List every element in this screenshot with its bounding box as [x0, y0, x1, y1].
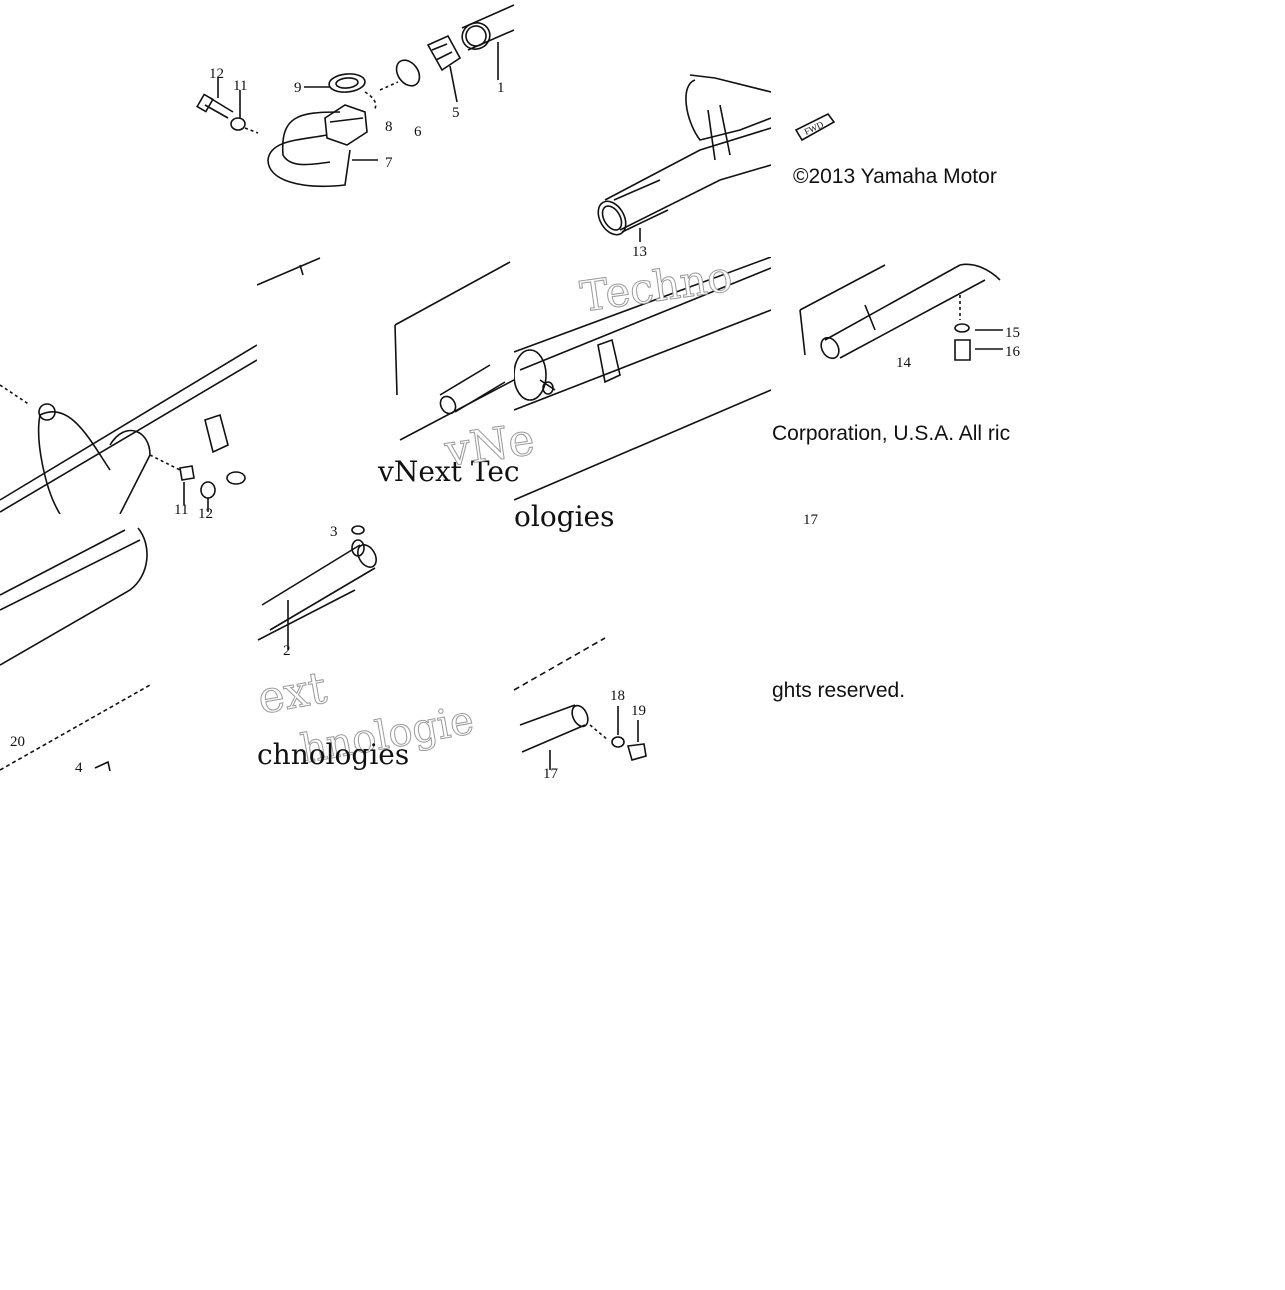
callout-4: 4	[75, 760, 83, 776]
copyright-line-3: ghts reserved.	[772, 679, 906, 702]
watermark-ologies: ologies	[514, 500, 615, 533]
callout-11-top: 11	[233, 78, 247, 94]
callout-17-mid: 17	[803, 512, 819, 528]
callout-6: 6	[414, 124, 422, 140]
watermark-chnologies: chnologies	[257, 738, 410, 771]
callout-2: 2	[283, 643, 291, 659]
callout-15: 15	[1005, 325, 1020, 341]
callout-3: 3	[330, 524, 338, 540]
callout-20: 20	[10, 734, 25, 750]
callout-7: 7	[385, 155, 393, 171]
inner-tube-2	[257, 257, 514, 441]
callout-19: 19	[631, 703, 646, 719]
callout-8: 8	[385, 119, 393, 135]
muffler-side-view	[0, 344, 257, 514]
front-pipe-assembly	[196, 4, 515, 188]
outlet-pipe-17	[513, 637, 647, 770]
inner-pipe-2	[257, 525, 377, 650]
callout-1: 1	[497, 80, 505, 96]
copyright-line-2: Corporation, U.S.A. All ric	[772, 422, 1011, 445]
copyright-line-1: ©2013 Yamaha Motor	[793, 165, 997, 188]
callout-12-mid: 12	[198, 506, 213, 522]
callout-11-mid: 11	[174, 502, 188, 518]
callout-9: 9	[294, 80, 302, 96]
callout-14: 14	[896, 355, 912, 371]
callout-numbers: 1 2 3 4 5 6 7 8 9 11 11 12 12 13 14 15 1…	[10, 66, 1021, 782]
muffler-top-view	[514, 257, 771, 501]
callout-13: 13	[632, 244, 647, 260]
watermark-vnext-tec: vNext Tec	[378, 455, 520, 488]
muffler-body-13	[597, 74, 771, 242]
fwd-arrow-icon	[794, 112, 836, 142]
callout-12-top: 12	[209, 66, 224, 82]
heat-shield-20	[0, 527, 151, 771]
callout-18: 18	[610, 688, 625, 704]
tail-pipe-14	[799, 263, 1003, 361]
callout-17-low: 17	[543, 766, 559, 782]
callout-16: 16	[1005, 344, 1021, 360]
callout-5: 5	[452, 105, 460, 121]
